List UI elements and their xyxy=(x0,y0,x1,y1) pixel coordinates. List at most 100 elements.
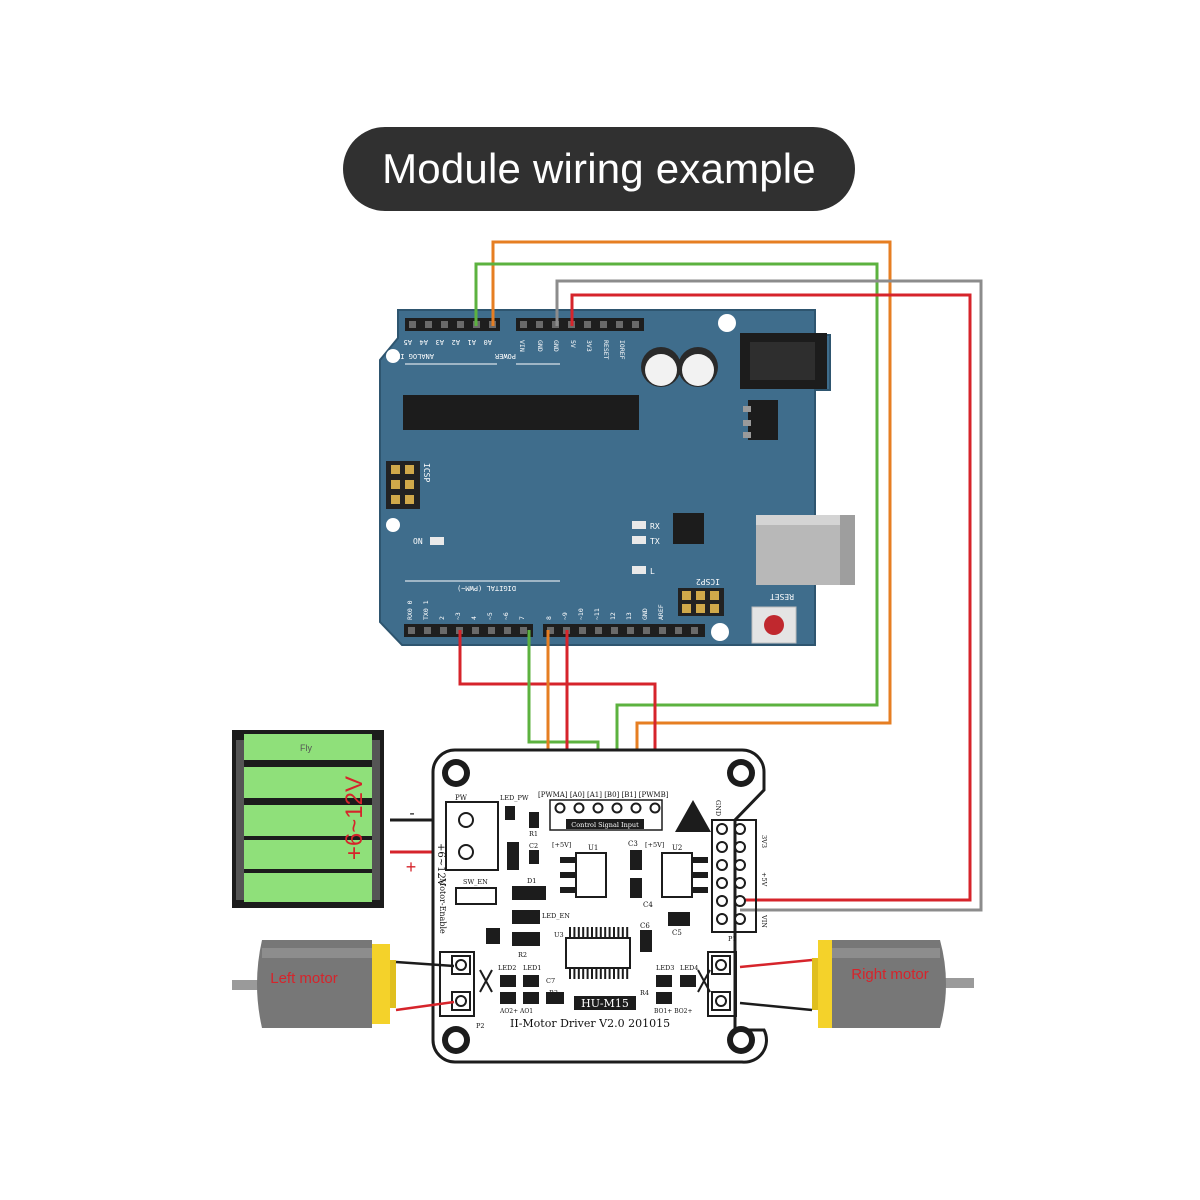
led-pw-label: LED_PW xyxy=(500,794,529,802)
esd-warning-icon xyxy=(675,800,711,832)
header-pin xyxy=(579,627,586,634)
sw-en-label: SW_EN xyxy=(463,878,488,886)
led-en-label: LED_EN xyxy=(542,912,570,920)
l-label: L xyxy=(650,567,655,576)
chip-pin xyxy=(608,969,611,979)
chip-pin xyxy=(604,969,607,979)
wire-red-d3 xyxy=(458,630,657,807)
control-pin xyxy=(573,802,585,814)
icsp2-pin xyxy=(696,591,705,600)
pw-label: PW xyxy=(455,794,468,802)
icsp-pin xyxy=(405,495,414,504)
power-header-pin xyxy=(734,895,746,907)
c7-label: C7 xyxy=(546,977,555,985)
pin-label-a4: A4 xyxy=(420,338,428,346)
digital-pin-label: AREF xyxy=(657,604,665,620)
rx-led xyxy=(632,521,646,529)
chip-pin xyxy=(617,927,620,937)
battery-plus: + xyxy=(406,857,417,877)
icsp2-pin xyxy=(682,604,691,613)
icsp-pin xyxy=(405,465,414,474)
on-led xyxy=(430,537,444,545)
led4-label: LED4 xyxy=(680,964,698,972)
ao-labels: AO2+ AO1 xyxy=(499,1008,533,1015)
power-header-pin xyxy=(734,913,746,925)
mount-hole xyxy=(386,518,400,532)
digital-pin-label: 12 xyxy=(609,612,617,620)
rx-label: RX xyxy=(650,522,660,531)
header-pin xyxy=(632,321,639,328)
right-header-vin: VIN xyxy=(760,914,768,928)
reset-button-cap[interactable] xyxy=(764,615,784,635)
power-header-pin xyxy=(734,877,746,889)
digital-pin-label: RX0 0 xyxy=(406,600,414,620)
model-badge xyxy=(574,996,636,1010)
pin-label-reset: RESET xyxy=(602,340,610,360)
wire-green-a1 xyxy=(474,262,879,807)
chip-pin xyxy=(626,927,629,937)
pin-label-3v3: 3V3 xyxy=(585,340,593,352)
analog-in-label: ANALOG IN xyxy=(396,352,434,360)
digital-pin-label: 4 xyxy=(470,616,478,620)
header-pin xyxy=(440,627,447,634)
icsp-pin xyxy=(391,465,400,474)
enable-switch[interactable] xyxy=(455,887,497,905)
chip-pin xyxy=(621,969,624,979)
u2-label: U2 xyxy=(672,844,682,852)
analog-header xyxy=(405,318,500,331)
battery-voltage: +6~12V xyxy=(341,776,368,860)
chip-pin xyxy=(573,969,576,979)
battery-pack: Fly +6~12V - + xyxy=(232,730,434,908)
chip-pin xyxy=(577,927,580,937)
digital-header-low xyxy=(404,624,533,637)
right-power-header xyxy=(711,819,757,933)
header-pin xyxy=(488,627,495,634)
header-pin xyxy=(504,627,511,634)
digital-pin-label: ~11 xyxy=(593,608,601,620)
vin-label: +6~12V xyxy=(435,843,446,887)
p1-label: P1 xyxy=(728,935,737,943)
l-led xyxy=(632,566,646,574)
right-header-5v: +5V xyxy=(760,872,768,887)
header-pin xyxy=(659,627,666,634)
header-pin xyxy=(627,627,634,634)
control-pin xyxy=(554,802,566,814)
chip-pin xyxy=(573,927,576,937)
chip-pin xyxy=(577,969,580,979)
pin-label-a2: A2 xyxy=(452,338,460,346)
control-signal-label: Control Signal Input xyxy=(571,821,639,829)
left-motor-terminal xyxy=(439,951,475,1017)
digital-pin-label: ~6 xyxy=(502,612,510,620)
header-pin xyxy=(520,321,527,328)
battery-cell xyxy=(244,805,372,836)
battery-cell xyxy=(244,734,372,760)
power-header-pin xyxy=(734,859,746,871)
pin-label-gnd2: GND xyxy=(552,340,560,352)
header-pin xyxy=(547,627,554,634)
microcontroller-chip xyxy=(403,395,639,430)
pin-label-a1: A1 xyxy=(468,338,476,346)
battery-cell xyxy=(244,767,372,798)
usb-chip xyxy=(673,513,704,544)
digital-pin-label: 7 xyxy=(518,616,526,620)
right-motor-label: Right motor xyxy=(851,966,929,983)
pin-label-5v: 5V xyxy=(569,340,577,348)
model-label: HU-M15 xyxy=(581,997,629,1010)
power-header xyxy=(516,318,644,331)
digital-pin-label: ~5 xyxy=(486,612,494,620)
d1-label: D1 xyxy=(527,877,536,885)
chip-pin xyxy=(591,927,593,937)
power-header-pin xyxy=(716,877,728,889)
icsp-pin xyxy=(391,480,400,489)
icsp-pin xyxy=(391,495,400,504)
plus5v-right: [+5V] xyxy=(645,841,664,849)
chip-pin xyxy=(569,969,571,979)
pin-label-ioref: IOREF xyxy=(618,340,626,360)
header-pin xyxy=(584,321,591,328)
p2-label: P2 xyxy=(476,1022,485,1030)
bo-labels: BO1+ BO2+ xyxy=(654,1008,692,1015)
power-header-pin xyxy=(716,895,728,907)
power-header-pin xyxy=(716,823,728,835)
right-motor: Right motor xyxy=(739,940,974,1028)
